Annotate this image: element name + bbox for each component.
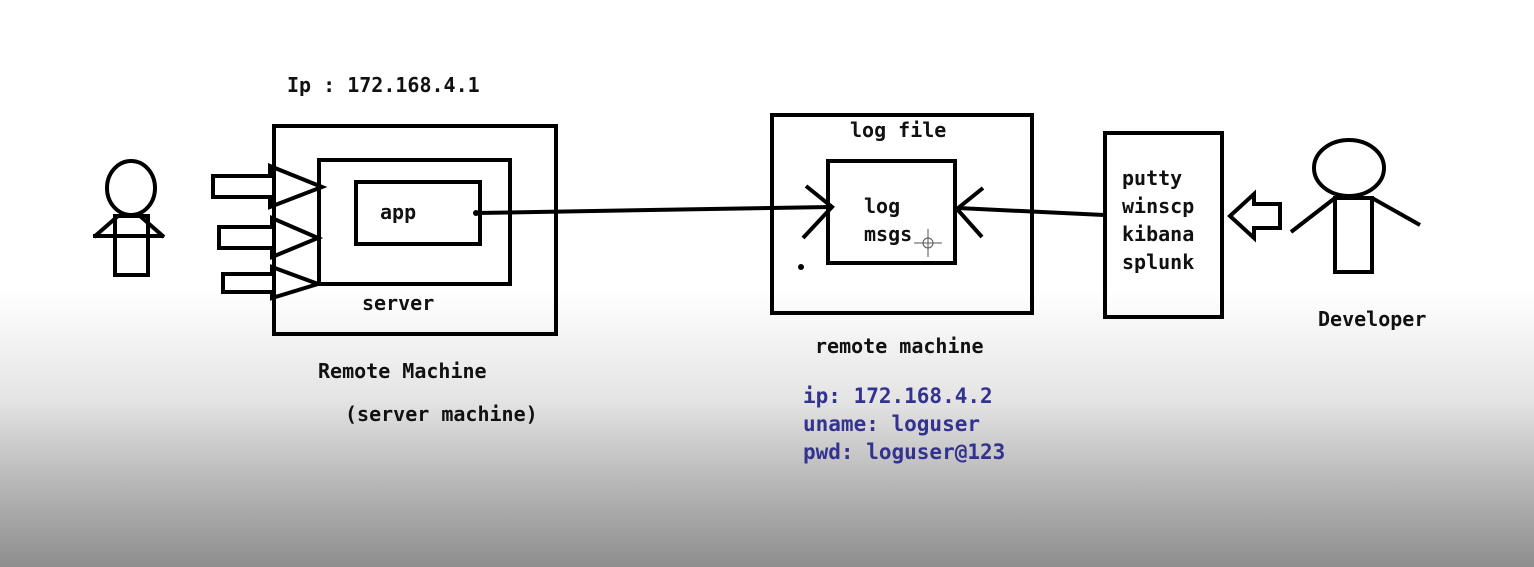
tool-item-putty: putty	[1122, 166, 1183, 190]
log-machine-box	[770, 113, 1034, 315]
tools-box	[1103, 131, 1224, 319]
app-to-log-arrowhead	[801, 184, 835, 240]
log-machine-ip: ip: 172.168.4.2	[803, 384, 993, 408]
server-machine-sublabel: (server machine)	[345, 402, 538, 426]
request-arrows	[211, 163, 328, 301]
app-box	[354, 180, 482, 246]
tool-item-splunk: splunk	[1122, 250, 1195, 274]
developer-left-arm	[1289, 196, 1337, 234]
remote-machine-box	[272, 124, 558, 336]
request-arrow-3	[221, 264, 325, 301]
server-label: server	[362, 291, 435, 315]
developer-body	[1333, 196, 1374, 274]
developer-to-tools-arrow	[1227, 189, 1282, 243]
log-machine-uname: uname: loguser	[803, 412, 981, 436]
log-file-title: log file	[850, 118, 947, 142]
log-msgs-box	[826, 159, 957, 265]
tools-to-log-line	[957, 206, 1105, 217]
request-arrow-1	[211, 163, 328, 210]
developer-label: Developer	[1318, 307, 1427, 331]
request-arrow-2	[217, 214, 324, 260]
server-box	[317, 158, 512, 286]
app-label: app	[380, 200, 417, 224]
log-msgs-line1: log	[864, 194, 901, 218]
log-msgs-line2: msgs	[864, 222, 913, 246]
app-line-dot	[473, 210, 479, 216]
stray-dot	[798, 264, 804, 270]
remote-machine-label: Remote Machine	[318, 359, 487, 383]
crosshair-cursor-icon	[914, 229, 942, 257]
app-to-log-line	[475, 205, 831, 215]
log-machine-pwd: pwd: loguser@123	[803, 440, 1006, 464]
user-head	[105, 159, 157, 217]
user-stick-figure	[92, 159, 166, 277]
server-ip-label: Ip : 172.168.4.1	[287, 73, 480, 97]
developer-stick-figure	[1289, 138, 1421, 274]
tool-item-kibana: kibana	[1122, 222, 1195, 246]
user-right-arm	[138, 214, 166, 239]
tool-item-winscp: winscp	[1122, 194, 1195, 218]
developer-right-arm	[1371, 196, 1421, 227]
log-machine-label: remote machine	[815, 334, 984, 358]
developer-head	[1312, 138, 1386, 198]
user-body	[113, 214, 150, 277]
tools-to-log-arrowhead	[954, 186, 985, 239]
